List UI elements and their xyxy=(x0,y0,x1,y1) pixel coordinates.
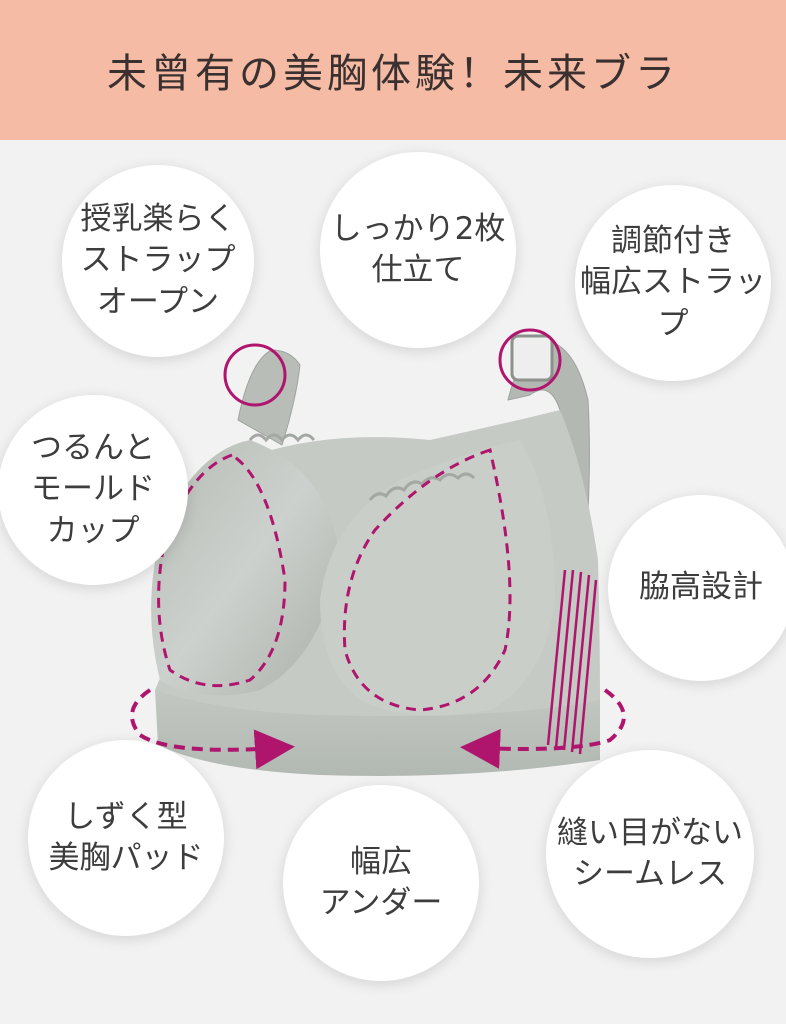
feature-bubble-wide-under: 幅広 アンダー xyxy=(283,785,479,981)
feature-bubble-seamless: 縫い目がない シームレス xyxy=(546,750,754,958)
feature-label: 縫い目がない シームレス xyxy=(557,814,743,892)
feature-bubble-high-side: 脇高設計 xyxy=(608,495,786,681)
feature-label: しずく型 美胸パッド xyxy=(48,798,204,876)
left-strap xyxy=(237,349,301,446)
right-cup xyxy=(320,440,555,716)
feature-bubble-wide-strap: 調節付き 幅広ストラップ xyxy=(575,185,771,381)
product-illustration-area: 授乳楽らく ストラップ オープン しっかり2枚 仕立て 調節付き 幅広ストラップ… xyxy=(0,140,786,1024)
feature-label: 脇高設計 xyxy=(639,569,763,606)
left-band-arrow xyxy=(130,688,295,770)
page-title: 未曾有の美胸体験！未来ブラ xyxy=(107,51,679,97)
feature-label: 調節付き 幅広ストラップ xyxy=(580,223,766,342)
feature-label: つるんと モールド カップ xyxy=(31,430,155,549)
feature-label: しっかり2枚 仕立て xyxy=(330,210,506,288)
side-panel-lines xyxy=(546,569,598,755)
feature-bubble-double-layer: しっかり2枚 仕立て xyxy=(320,152,516,348)
feature-bubble-molded-cup: つるんと モールド カップ xyxy=(0,395,188,585)
left-pad-outline xyxy=(157,453,287,688)
feature-label: 授乳楽らく ストラップ オープン xyxy=(80,201,236,320)
feature-bubble-teardrop-pad: しずく型 美胸パッド xyxy=(28,740,224,936)
bra-illustration xyxy=(130,328,626,776)
right-pad-outline xyxy=(342,448,512,712)
feature-label: 幅広 アンダー xyxy=(319,843,443,921)
strap-clip-highlight-right xyxy=(498,328,562,392)
right-band-arrow xyxy=(460,688,626,769)
strap-clip-highlight-left xyxy=(223,343,287,407)
title-banner: 未曾有の美胸体験！未来ブラ xyxy=(0,0,786,140)
left-cup xyxy=(151,440,340,696)
feature-bubble-nursing-strap: 授乳楽らく ストラップ オープン xyxy=(62,165,254,357)
